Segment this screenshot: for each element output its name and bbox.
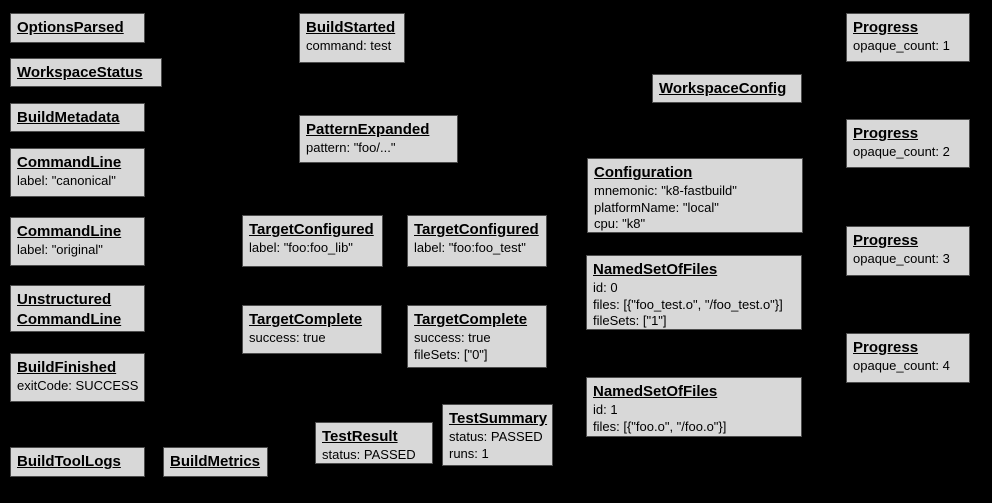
node-title: BuildMetrics — [170, 453, 261, 470]
node-command-line-original: CommandLine label: "original" — [10, 217, 145, 266]
node-line: fileSets: ["0"] — [414, 346, 488, 362]
node-title: WorkspaceStatus — [17, 64, 143, 81]
node-progress-1: Progress opaque_count: 1 — [846, 13, 970, 62]
node-title: WorkspaceConfig — [659, 80, 787, 97]
node-target-configured-test: TargetConfigured label: "foo:foo_test" — [407, 215, 547, 267]
node-line: exitCode: SUCCESS — [17, 378, 139, 393]
node-progress-2: Progress opaque_count: 2 — [846, 119, 970, 168]
node-line: files: [{"foo_test.o", "/foo_test.o"}] — [593, 296, 783, 312]
node-test-summary: TestSummary status: PASSED runs: 1 — [442, 404, 553, 466]
node-line: mnemonic: "k8-fastbuild" — [594, 183, 737, 198]
node-line: runs: 1 — [449, 445, 489, 461]
node-line: id: 1 — [593, 402, 618, 417]
node-title: BuildToolLogs — [17, 453, 121, 470]
node-build-metrics: BuildMetrics — [163, 447, 268, 477]
node-test-result: TestResult status: PASSED — [315, 422, 433, 464]
node-build-metadata: BuildMetadata — [10, 103, 145, 132]
node-title: CommandLine — [17, 311, 122, 328]
node-title: TestSummary — [449, 410, 548, 427]
node-line: success: true — [249, 330, 326, 345]
node-line: files: [{"foo.o", "/foo.o"}] — [593, 418, 727, 434]
node-line: opaque_count: 2 — [853, 144, 950, 159]
node-line: command: test — [306, 38, 392, 53]
node-workspace-config: WorkspaceConfig — [652, 74, 802, 103]
node-title: OptionsParsed — [17, 19, 124, 36]
node-title: Progress — [853, 232, 919, 249]
node-title: NamedSetOfFiles — [593, 261, 718, 278]
node-line: opaque_count: 1 — [853, 38, 950, 53]
node-unstructured-command-line: Unstructured CommandLine — [10, 285, 145, 332]
node-line: cpu: "k8" — [594, 216, 646, 231]
node-target-configured-lib: TargetConfigured label: "foo:foo_lib" — [242, 215, 383, 267]
node-title: Configuration — [594, 164, 693, 181]
node-line: opaque_count: 3 — [853, 251, 950, 266]
node-target-complete-test: TargetComplete success: true fileSets: [… — [407, 305, 547, 368]
node-line: id: 0 — [593, 280, 618, 295]
node-title: BuildMetadata — [17, 109, 120, 126]
node-configuration: Configuration mnemonic: "k8-fastbuild" p… — [587, 158, 803, 233]
node-named-set-of-files-0: NamedSetOfFiles id: 0 files: [{"foo_test… — [586, 255, 802, 330]
node-build-finished: BuildFinished exitCode: SUCCESS — [10, 353, 145, 402]
node-line: success: true — [414, 330, 491, 345]
node-title: Progress — [853, 125, 919, 142]
node-title: TargetComplete — [414, 311, 528, 328]
node-progress-3: Progress opaque_count: 3 — [846, 226, 970, 276]
node-line: label: "foo:foo_lib" — [249, 240, 353, 255]
node-line: status: PASSED — [322, 447, 416, 462]
node-title: PatternExpanded — [306, 121, 430, 138]
node-line: opaque_count: 4 — [853, 358, 950, 373]
node-line: platformName: "local" — [594, 199, 719, 215]
node-title: TargetConfigured — [414, 221, 539, 238]
node-line: label: "original" — [17, 242, 103, 257]
node-title: BuildStarted — [306, 19, 396, 36]
node-title: Progress — [853, 19, 919, 36]
node-title: CommandLine — [17, 154, 122, 171]
node-title: Unstructured — [17, 291, 112, 308]
node-line: fileSets: ["1"] — [593, 313, 667, 328]
node-line: label: "foo:foo_test" — [414, 240, 526, 255]
node-title: TestResult — [322, 428, 398, 445]
node-title: TargetComplete — [249, 311, 363, 328]
node-title: CommandLine — [17, 223, 122, 240]
node-command-line-canonical: CommandLine label: "canonical" — [10, 148, 145, 197]
node-pattern-expanded: PatternExpanded pattern: "foo/..." — [299, 115, 458, 163]
node-title: TargetConfigured — [249, 221, 374, 238]
node-title: Progress — [853, 339, 919, 356]
node-title: NamedSetOfFiles — [593, 383, 718, 400]
node-named-set-of-files-1: NamedSetOfFiles id: 1 files: [{"foo.o", … — [586, 377, 802, 437]
node-build-started: BuildStarted command: test — [299, 13, 405, 63]
node-line: status: PASSED — [449, 429, 543, 444]
node-line: pattern: "foo/..." — [306, 140, 396, 155]
node-options-parsed: OptionsParsed — [10, 13, 145, 43]
node-line: label: "canonical" — [17, 173, 116, 188]
node-workspace-status: WorkspaceStatus — [10, 58, 162, 87]
node-progress-4: Progress opaque_count: 4 — [846, 333, 970, 383]
node-target-complete-lib: TargetComplete success: true — [242, 305, 382, 354]
node-build-tool-logs: BuildToolLogs — [10, 447, 145, 477]
node-title: BuildFinished — [17, 359, 117, 376]
